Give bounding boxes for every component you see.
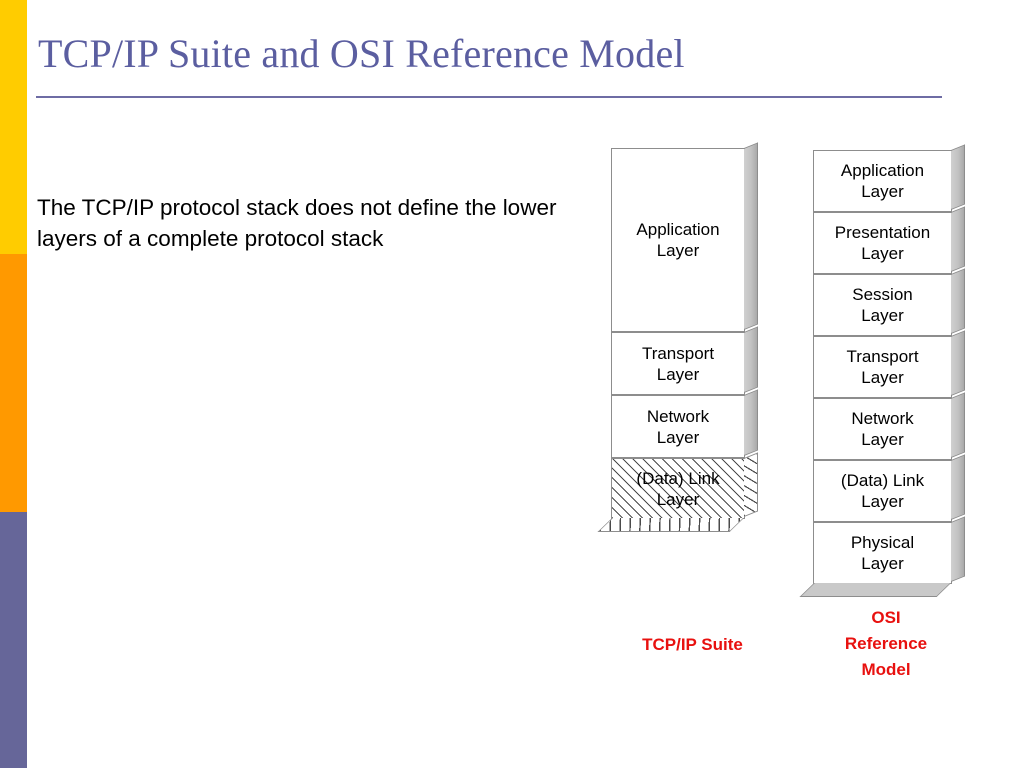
body-paragraph: The TCP/IP protocol stack does not defin…	[37, 195, 557, 251]
osi-layer-physical-side	[951, 516, 965, 582]
tcpip-stack-caption: TCP/IP Suite	[642, 635, 743, 654]
tcpip-layer-data-link-side	[744, 452, 758, 517]
osi-layer-transport-side	[951, 330, 965, 396]
osi-caption-line-2: Reference	[844, 634, 928, 653]
osi-layer-physical-bottom	[799, 583, 951, 597]
rail-segment-yellow	[0, 0, 27, 254]
osi-layer-presentation-side	[951, 206, 965, 272]
osi-caption-line-3: Model	[861, 660, 911, 679]
osi-stack-caption: OSI Reference Model	[806, 605, 966, 683]
osi-layer-network-side	[951, 392, 965, 458]
slide-accent-rail	[0, 0, 27, 768]
tcpip-layer-transport-side	[744, 326, 758, 393]
osi-layer-data-link-side	[951, 454, 965, 520]
rail-segment-purple	[0, 512, 27, 768]
tcpip-layer-data-link-bottom	[597, 518, 744, 532]
tcpip-layer-network-side	[744, 389, 758, 456]
rail-segment-orange	[0, 254, 27, 512]
tcpip-layer-application-side	[744, 142, 758, 330]
title-divider	[36, 96, 942, 98]
osi-layer-application-side	[951, 144, 965, 210]
osi-caption-line-1: OSI	[871, 608, 901, 627]
page-title: TCP/IP Suite and OSI Reference Model	[38, 31, 685, 76]
osi-layer-session-side	[951, 268, 965, 334]
